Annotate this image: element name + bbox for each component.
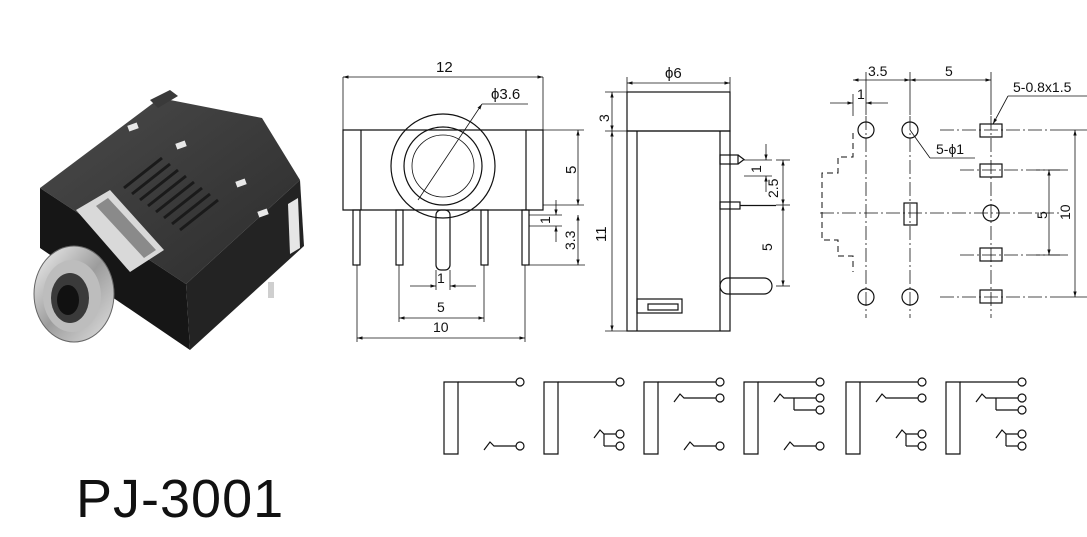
- side-pins: [719, 154, 776, 295]
- dim-offset-top: 1: [748, 165, 764, 173]
- dim-col-a: 3.5: [868, 63, 888, 79]
- dim-offset-mid: 2.5: [765, 178, 781, 198]
- dim-body-length: 11: [593, 226, 610, 242]
- schematic-6: [945, 377, 1027, 455]
- front-view: 12 ϕ3.6 5 1 3.3 1: [342, 59, 585, 342]
- pcb-footprint: 3.5 5 1 5-0.8x1.5: [820, 63, 1087, 318]
- dim-row-span: 10: [1057, 204, 1073, 220]
- product-photo: [33, 90, 304, 350]
- dim-collar: 3: [596, 114, 612, 122]
- side-view: ϕ6 3 11 1 2.5 5: [593, 65, 790, 332]
- dim-height-right: 5: [563, 166, 580, 174]
- dim-col-b: 5: [945, 63, 953, 79]
- dim-overall-width: 12: [436, 59, 453, 76]
- schematic-symbols: [443, 377, 1027, 455]
- dim-body-width: ϕ6: [665, 65, 682, 82]
- dim-bore-diameter: ϕ3.6: [491, 86, 520, 103]
- dim-pin-pitch-center: 1: [437, 270, 445, 286]
- pcb-holes: [857, 121, 1000, 306]
- schematic-3: [643, 377, 725, 455]
- dim-pin-pitch: 5: [437, 299, 445, 315]
- barrel: [33, 245, 115, 343]
- schematic-2: [543, 377, 625, 455]
- front-pins: [352, 209, 530, 271]
- dim-offset-low: 5: [759, 243, 775, 251]
- dim-row-pitch: 5: [1034, 211, 1050, 219]
- part-number-title: PJ-3001: [76, 469, 285, 529]
- grille: [123, 156, 219, 232]
- dim-pin-offset: 1: [537, 216, 553, 224]
- dim-pin-span: 10: [433, 319, 449, 335]
- dim-hole-offset: 1: [857, 86, 865, 102]
- jack-bore-outer: [390, 113, 496, 219]
- schematic-4: [743, 377, 825, 455]
- schematic-5: [845, 377, 927, 455]
- schematic-1: [443, 377, 525, 455]
- pcb-slots: [903, 123, 1003, 304]
- dim-pad-size: 5-0.8x1.5: [1013, 79, 1072, 95]
- dim-hole-dia: 5-ϕ1: [936, 141, 964, 157]
- dim-pin-length: 3.3: [562, 230, 578, 250]
